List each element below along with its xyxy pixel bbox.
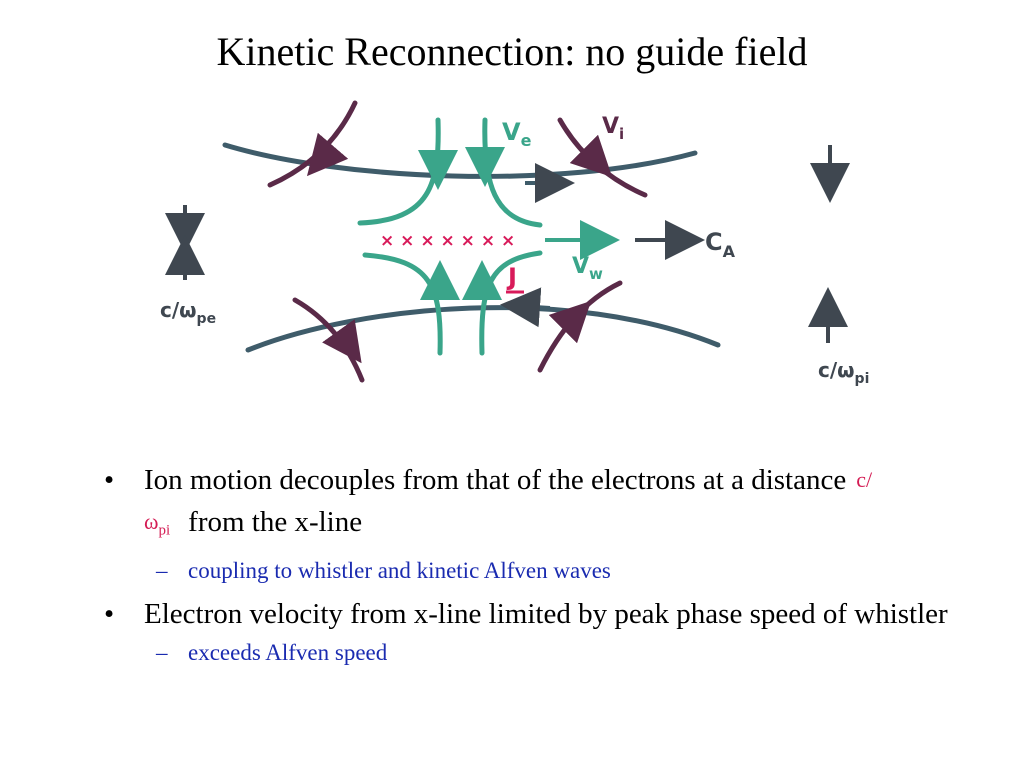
electron-flow-bottom-left [362, 252, 443, 356]
bullet-item: • Ion motion decouples from that of the … [100, 460, 960, 552]
electron-flow-top-right [482, 117, 543, 228]
slide-title: Kinetic Reconnection: no guide field [216, 29, 808, 74]
label-vi: Vi [602, 114, 624, 143]
sub-bullet-item: – coupling to whistler and kinetic Alfve… [100, 554, 960, 588]
current-sheet-marks: × × × × × × × [380, 231, 515, 251]
lower-field-arrow [500, 287, 551, 328]
ion-flow-top-right-arrow [569, 134, 613, 178]
sub-bullet-text: coupling to whistler and kinetic Alfven … [188, 558, 611, 584]
label-vw: Vw [572, 254, 603, 283]
ion-flow-bottom-right-arrow [548, 300, 592, 344]
label-ca: CA [705, 228, 736, 261]
sub-bullet-item: – exceeds Alfven speed [100, 636, 960, 670]
lower-field-line [245, 305, 721, 353]
label-c-wpe: c/ωpe [160, 298, 216, 327]
ion-flow-top-left [267, 100, 358, 188]
bullet-marker: • [104, 598, 115, 631]
bullet-item: • Electron velocity from x-line limited … [100, 594, 960, 634]
inline-symbol-c-wpi: c/ωpi [144, 467, 873, 539]
ion-flow-bottom-right [537, 280, 623, 373]
electron-flow-top-left [357, 117, 441, 226]
sub-bullet-marker: – [156, 558, 168, 584]
reconnection-diagram: × × × × × × × Ve Vi CA Vw J c/ωpe c/ωpi [160, 100, 869, 387]
bullet-text: Ion motion decouples from that of the el… [144, 464, 847, 496]
bullet-text-continued: from the x-line [188, 506, 363, 538]
bullet-text: Electron velocity from x-line limited by… [144, 598, 948, 631]
ion-flow-top-left-arrow [306, 132, 349, 177]
bullet-list: • Ion motion decouples from that of the … [100, 460, 960, 676]
bullet-marker: • [104, 464, 115, 496]
label-current-j: J [506, 263, 517, 291]
sub-bullet-text: exceeds Alfven speed [188, 640, 388, 666]
label-c-wpi: c/ωpi [818, 358, 869, 387]
sub-bullet-marker: – [156, 640, 168, 666]
ion-flow-bottom-left [292, 297, 365, 383]
ion-flow-bottom-left-arrow [322, 319, 362, 364]
label-ve: Ve [502, 118, 532, 150]
